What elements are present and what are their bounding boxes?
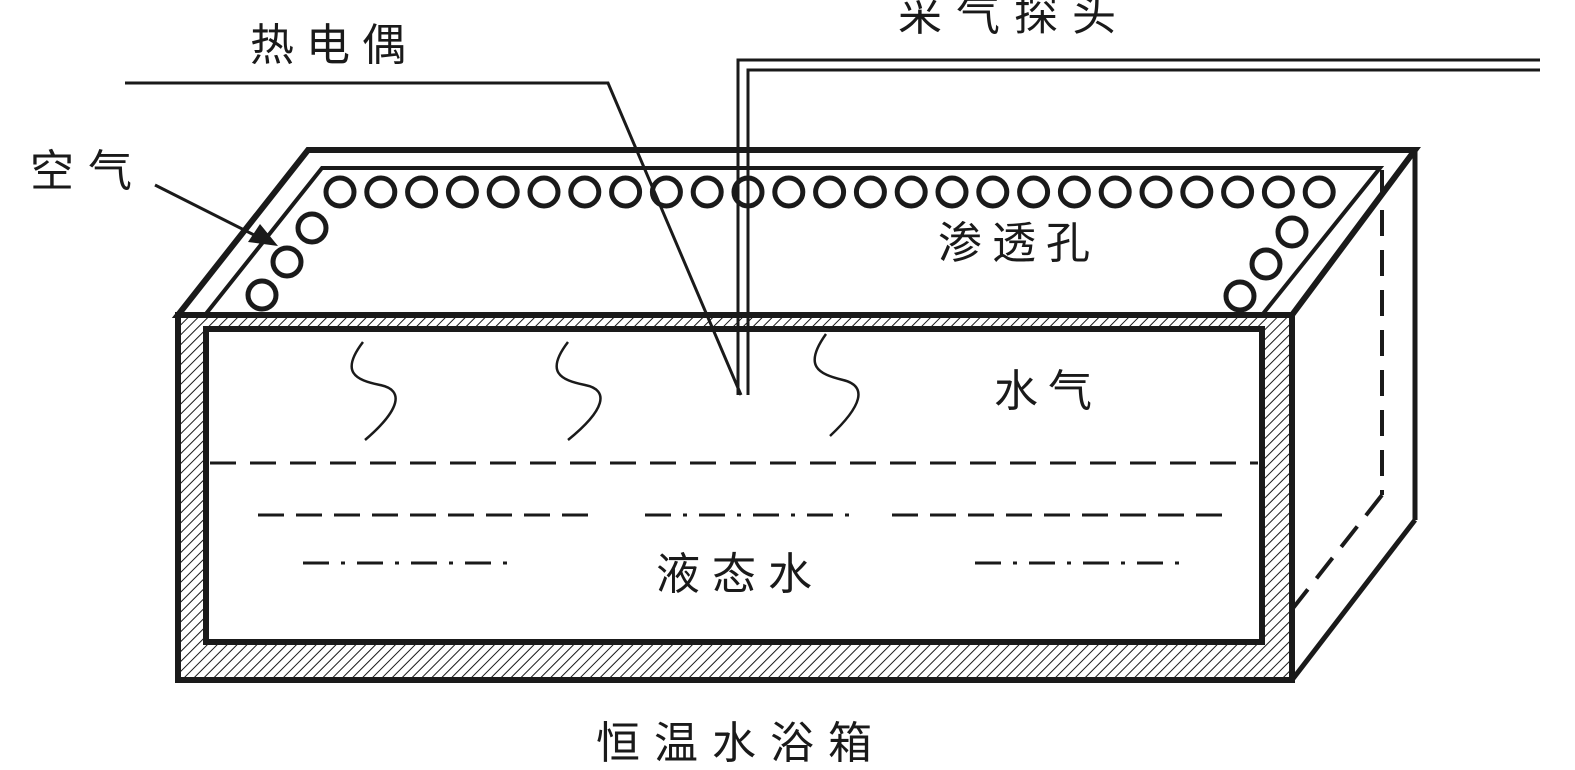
sampling-probe-label: 采气探头	[898, 0, 1130, 41]
thermocouple-wire	[125, 81, 743, 396]
permeation-hole	[976, 175, 1010, 209]
probe-tube-outer	[736, 58, 1540, 395]
permeation-hole	[405, 175, 439, 209]
permeation-hole	[935, 175, 969, 209]
permeation-hole	[853, 175, 887, 209]
permeation-hole	[1302, 175, 1336, 209]
permeation-hole	[1249, 247, 1283, 281]
water-vapor-label: 水气	[994, 366, 1102, 417]
water-lines	[210, 461, 1258, 565]
permeation-hole	[1223, 279, 1257, 313]
permeation-hole	[1098, 175, 1132, 209]
permeation-hole	[813, 175, 847, 209]
water-bath-label: 恒温水浴箱	[596, 718, 886, 769]
permeation-hole	[323, 175, 357, 209]
permeation-hole	[690, 175, 724, 209]
air-arrow-head	[248, 224, 278, 246]
permeation-holes	[245, 175, 1336, 313]
thermocouple-label: 热电偶	[250, 20, 418, 71]
permeation-hole	[527, 175, 561, 209]
air-arrow	[154, 183, 278, 246]
sampling-probe	[736, 58, 1540, 395]
air-label: 空气	[30, 146, 146, 197]
vapor-wisp	[350, 341, 397, 441]
permeation-hole	[1180, 175, 1214, 209]
permeation-hole	[1221, 175, 1255, 209]
permeation-hole	[270, 245, 304, 279]
vapor-wisp	[813, 333, 860, 437]
vapor-wisp	[555, 341, 602, 441]
permeation-hole	[486, 175, 520, 209]
permeation-hole	[245, 278, 279, 312]
permeation-hole	[1017, 175, 1051, 209]
permeation-hole	[609, 175, 643, 209]
permeation-hole	[445, 175, 479, 209]
permeation-hole	[1261, 175, 1295, 209]
permeation-hole	[649, 175, 683, 209]
probe-tube-inner	[746, 68, 1540, 395]
hidden-edge-diagonal	[1266, 493, 1384, 642]
permeation-hole	[1139, 175, 1173, 209]
permeation-hole	[1057, 175, 1091, 209]
permeation-hole	[364, 175, 398, 209]
vapor-wisps	[350, 333, 860, 441]
liquid-water-label: 液态水	[656, 549, 824, 600]
side-bottom-edge	[1290, 518, 1417, 682]
permeation-hole	[1275, 215, 1309, 249]
box-front-face	[175, 312, 1295, 683]
box-side-face	[1266, 150, 1418, 682]
permeation-holes-label: 渗透孔	[938, 218, 1100, 269]
permeation-hole	[772, 175, 806, 209]
permeation-hole	[295, 211, 329, 245]
permeation-hole	[568, 175, 602, 209]
air-arrow-shaft	[154, 183, 261, 240]
permeation-hole	[894, 175, 928, 209]
